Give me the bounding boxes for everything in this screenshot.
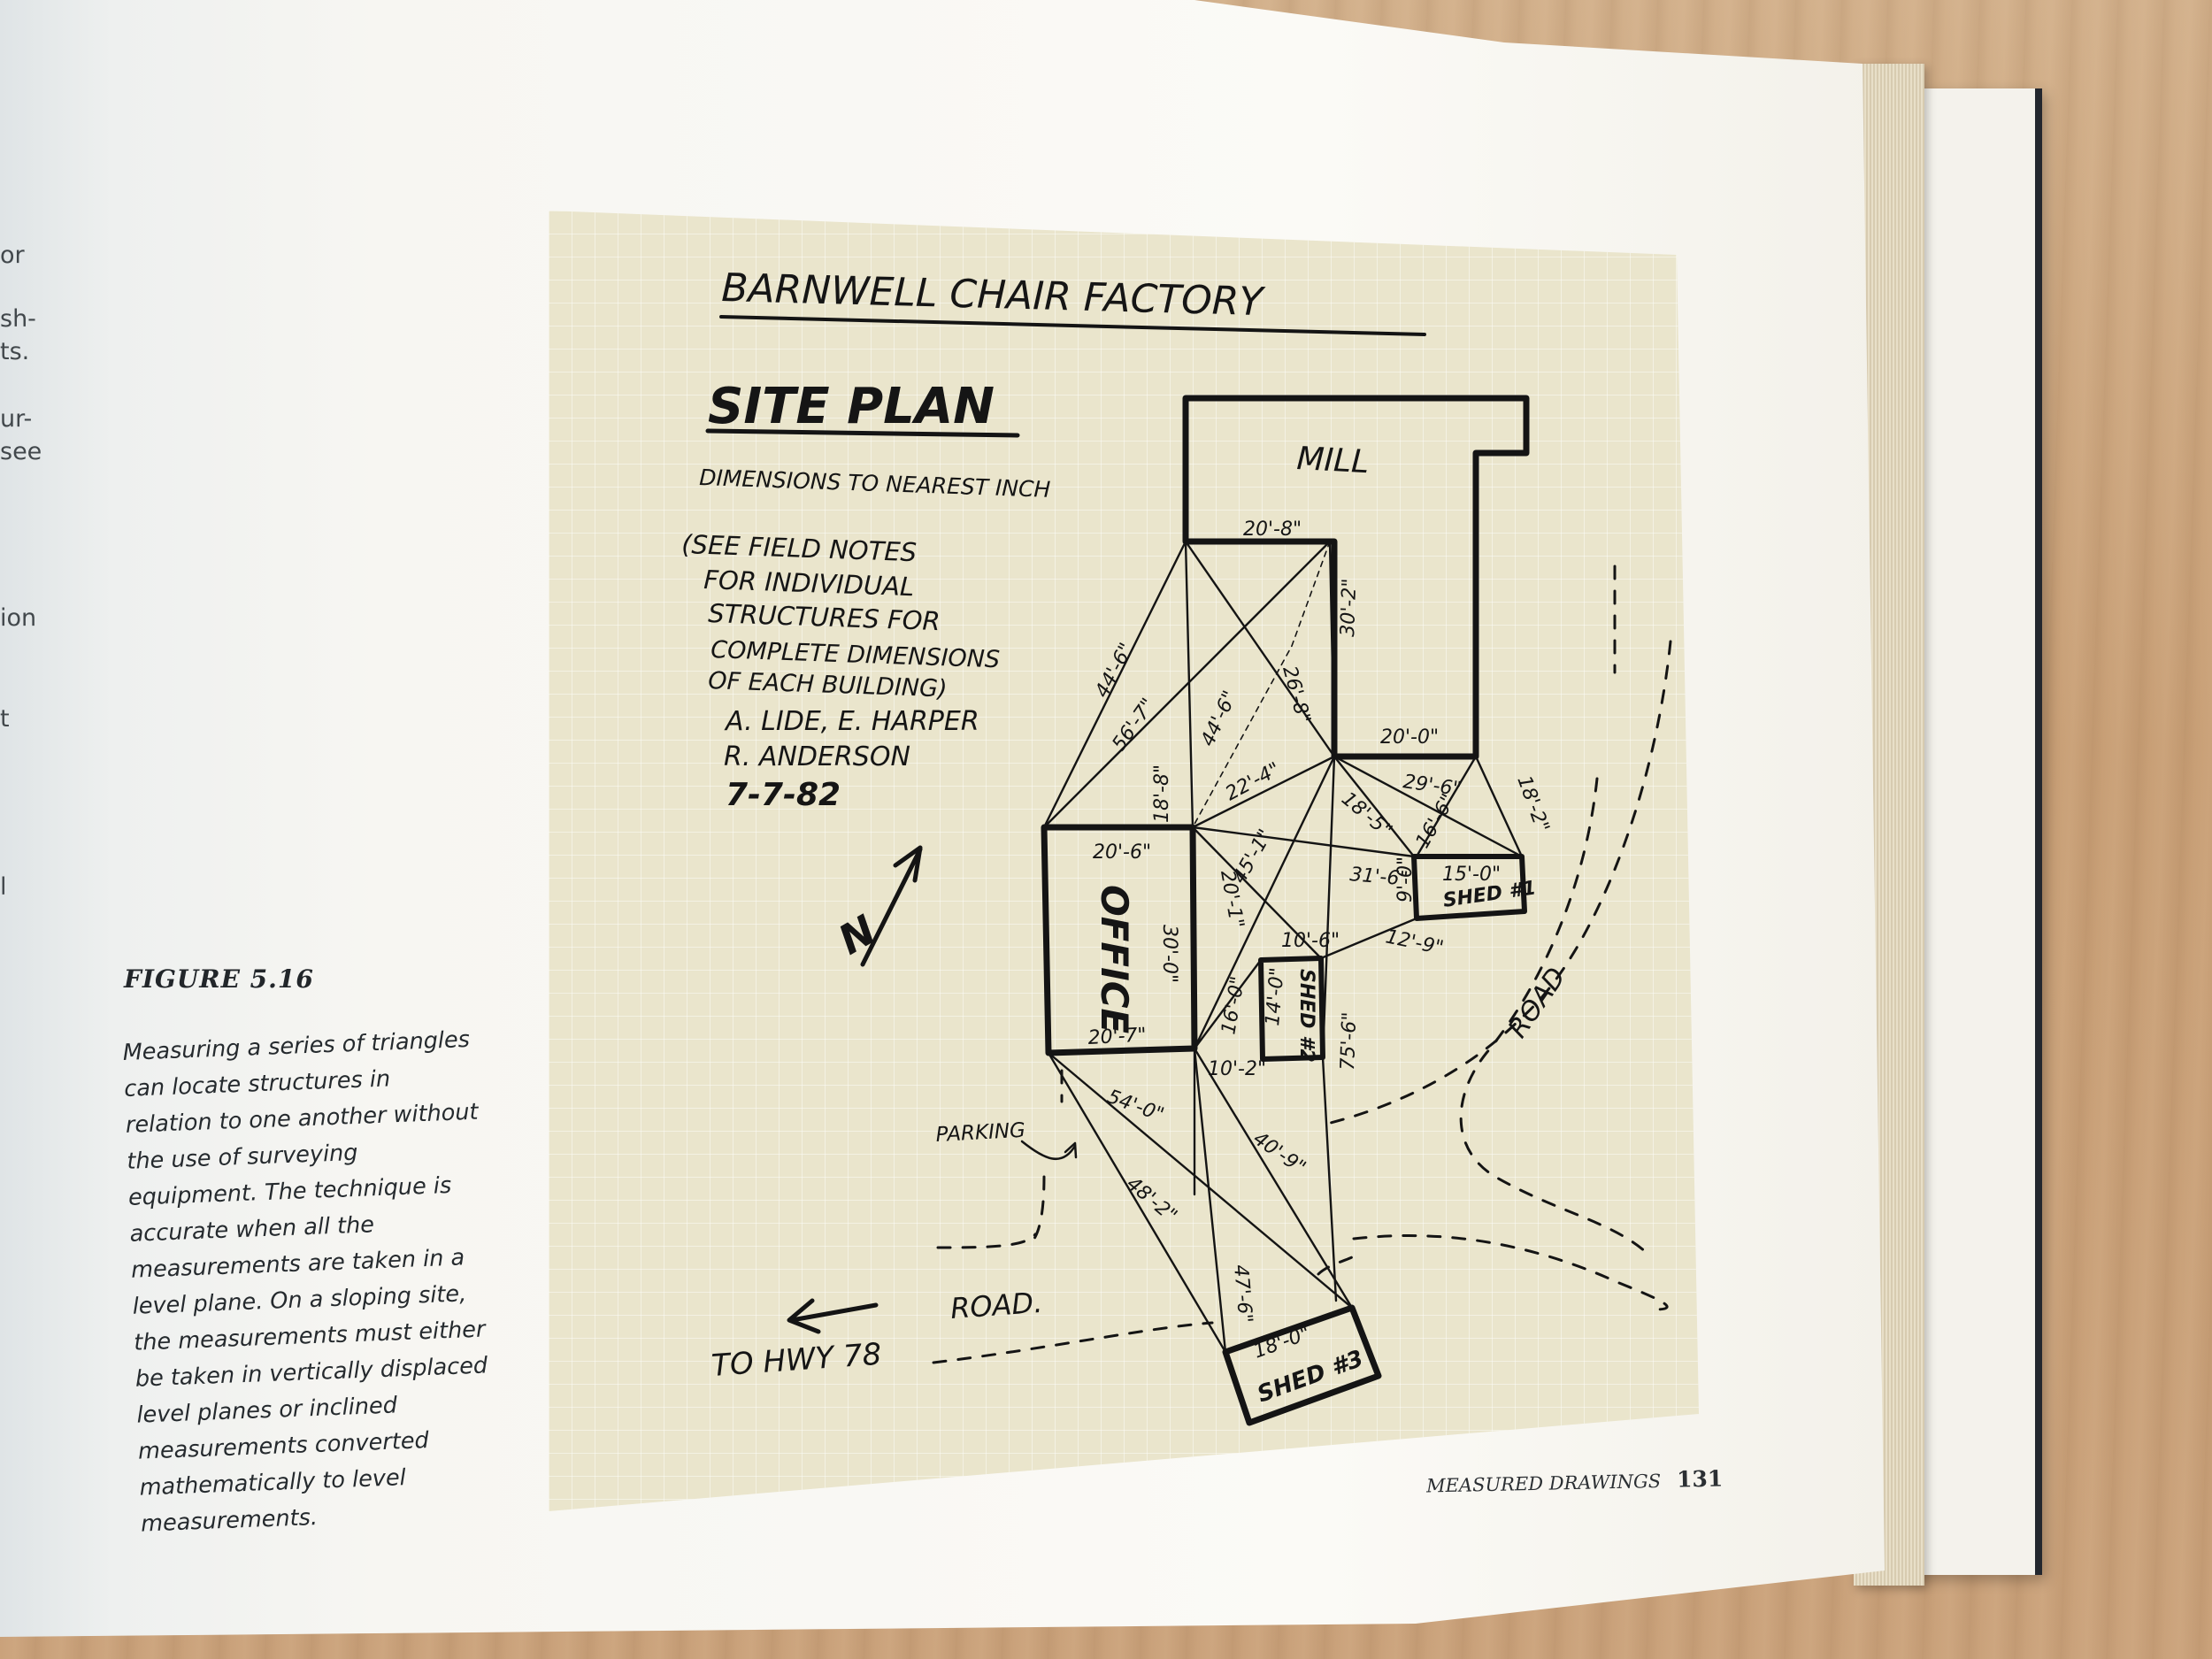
- dimensions-note: DIMENSIONS TO NEAREST INCH: [699, 465, 1051, 503]
- dimension-label: 30'-0": [1158, 925, 1180, 983]
- authors-line-2: R. ANDERSON: [724, 741, 910, 772]
- left-text-fragment: or: [0, 242, 25, 269]
- shed-3-building: [1222, 1304, 1382, 1426]
- dimension-label: 22'-4": [1222, 758, 1284, 805]
- back-cover: [1902, 88, 2042, 1575]
- dimension-label: 15'-0": [1442, 864, 1501, 886]
- notes-line: FOR INDIVIDUAL: [703, 565, 915, 602]
- parking-label: PARKING: [935, 1119, 1026, 1147]
- plan-title: BARNWELL CHAIR FACTORY: [721, 265, 1266, 325]
- title-underline: [719, 315, 1426, 336]
- dimension-label: 20'-7": [1087, 1025, 1147, 1049]
- notes-line: (SEE FIELD NOTES: [681, 529, 918, 567]
- site-plan-plate: [549, 211, 1699, 1511]
- parking-arrowhead: [1064, 1141, 1078, 1159]
- dimension-label: 18'-2": [1512, 773, 1553, 836]
- dimension-label: 26'-8": [1278, 664, 1314, 726]
- road-lines: [932, 565, 1672, 1364]
- left-text-fragment: ion: [0, 604, 37, 632]
- dashed-sight-line: [1192, 541, 1331, 828]
- dimension-label: 10'-6": [1281, 930, 1340, 952]
- dimension-label: 18'-0": [1251, 1323, 1314, 1363]
- dimension-label: 12'-9": [1384, 926, 1446, 959]
- highway-arrowhead: [787, 1298, 821, 1334]
- dimension-label: 47'-6": [1229, 1263, 1256, 1324]
- left-text-fragment: see: [0, 438, 42, 465]
- dimension-label: 20'-6": [1093, 841, 1151, 864]
- mill-label: MILL: [1296, 441, 1371, 480]
- authors-line-1: A. LIDE, E. HARPER: [724, 706, 979, 737]
- triangulation-lines: [1042, 540, 1524, 1354]
- north-arrow: [860, 847, 923, 967]
- dimension-label: 44'-6": [1091, 640, 1138, 702]
- dimension-label: 48'-2": [1122, 1172, 1181, 1227]
- dimension-label: 14'-0": [1262, 966, 1289, 1026]
- subtitle-underline: [705, 428, 1020, 438]
- plan-subtitle: SITE PLAN: [708, 378, 995, 435]
- left-text-fragment: ts.: [0, 338, 30, 365]
- dimension-label: 44'-6": [1197, 687, 1242, 749]
- left-text-fragment: l: [0, 873, 7, 901]
- dimension-label: 9'-0": [1394, 856, 1417, 902]
- dimension-label: 18'-8": [1151, 764, 1173, 823]
- dimension-label: 31'-6": [1348, 864, 1409, 891]
- dimension-label: 16'-6": [1412, 790, 1461, 852]
- shed-1-building: [1411, 854, 1527, 921]
- office-label: OFFICE: [1093, 885, 1136, 1034]
- left-text-fragment: t: [0, 705, 10, 733]
- dimension-label: 56'-7": [1108, 695, 1159, 755]
- dimension-label: 20'-0": [1380, 726, 1439, 749]
- north-label: N: [831, 906, 884, 964]
- dimension-label: 10'-2": [1208, 1058, 1266, 1080]
- road-label-bottom: ROAD.: [949, 1286, 1044, 1325]
- plan-date: 7-7-82: [726, 777, 841, 813]
- dimension-label: 16'-0": [1217, 975, 1249, 1036]
- figure-label: FIGURE 5.16: [124, 964, 314, 994]
- left-text-fragment: sh-: [0, 305, 36, 333]
- dimension-label: 54'-0": [1104, 1086, 1167, 1126]
- north-arrowhead: [893, 845, 923, 883]
- shed-2-label: SHED #2: [1295, 969, 1317, 1063]
- parking-arrow: [1020, 1140, 1077, 1161]
- dimension-label: 30'-2": [1337, 578, 1361, 637]
- dimension-label: 75'-6": [1337, 1011, 1361, 1071]
- notes-line: STRUCTURES FOR: [708, 598, 941, 636]
- notes-line: OF EACH BUILDING): [708, 667, 948, 703]
- left-text-fragment: ur-: [0, 405, 33, 433]
- highway-arrow: [789, 1302, 879, 1323]
- highway-label: TO HWY 78: [710, 1337, 883, 1384]
- dimension-label: 20'-8": [1243, 518, 1302, 541]
